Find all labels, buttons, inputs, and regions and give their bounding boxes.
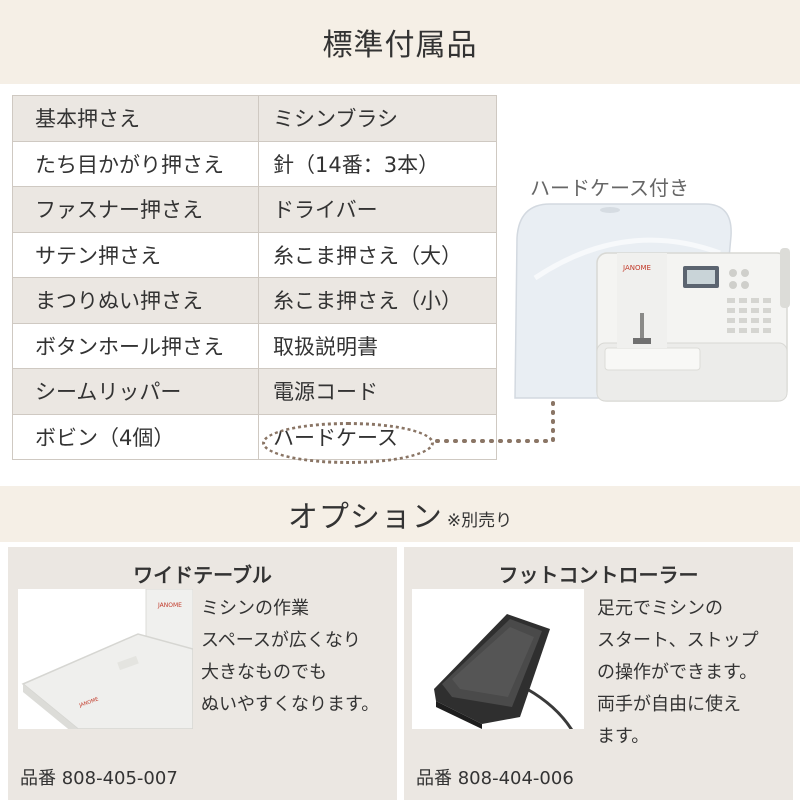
svg-text:JANOME: JANOME [157,602,182,609]
accessories-table: 基本押さえミシンブラシたち目かがり押さえ針（14番：3本）ファスナー押さえドライ… [12,95,497,460]
svg-text:JANOME: JANOME [622,264,651,272]
accessory-cell-right: ドライバー [258,186,497,233]
header-band: 標準付属品 [0,0,800,84]
accessory-cell-left: 基本押さえ [12,95,259,142]
accessory-cell-right: 電源コード [258,368,497,415]
accessory-row: サテン押さえ糸こま押さえ（大） [12,231,497,278]
accessory-cell-left: サテン押さえ [12,231,259,278]
accessory-row: 基本押さえミシンブラシ [12,95,497,142]
option-name: ワイドテーブル [133,563,272,587]
option-product-code: 品番 808-404-006 [416,768,574,789]
accessory-cell-left: たち目かがり押さえ [12,140,259,187]
options-note: ※別売り [446,510,513,531]
accessory-row: ファスナー押さえドライバー [12,186,497,233]
hard-case-caption: ハードケース付き [530,176,689,200]
option-name: フットコントローラー [498,563,699,587]
option-foot-controller: フットコントローラー 足元でミシンの スタート、ストップ の操作ができます。 両… [404,547,793,800]
page-title: 標準付属品 [322,28,478,63]
option-wide-table: ワイドテーブル JANOME JANOME ミシンの作業 スペースが広くなり 大… [8,547,397,800]
option-product-code: 品番 808-405-007 [20,768,178,789]
accessory-cell-left: ボタンホール押さえ [12,322,259,369]
wide-table-image: JANOME JANOME [18,589,193,729]
accessory-row: まつりぬい押さえ糸こま押さえ（小） [12,277,497,324]
accessory-cell-left: ファスナー押さえ [12,186,259,233]
options-band: オプション ※別売り [0,486,800,542]
accessory-cell-right: 取扱説明書 [258,322,497,369]
accessory-row: シームリッパー電源コード [12,368,497,415]
accessory-row: ボタンホール押さえ取扱説明書 [12,322,497,369]
foot-controller-image [412,589,584,729]
hard-case-highlight [262,422,434,464]
option-description: 足元でミシンの スタート、ストップ の操作ができます。 両手が自由に使え ます。 [597,598,759,747]
accessory-cell-left: シームリッパー [12,368,259,415]
sewing-machine-with-case-image: JANOME [514,203,790,402]
options-title: オプション [287,500,443,535]
accessory-row: たち目かがり押さえ針（14番：3本） [12,140,497,187]
accessory-cell-right: ミシンブラシ [258,95,497,142]
option-description: ミシンの作業 スペースが広くなり 大きなものでも ぬいやすくなります。 [201,598,380,715]
accessory-cell-right: 糸こま押さえ（小） [258,277,497,324]
accessory-cell-left: まつりぬい押さえ [12,277,259,324]
accessory-cell-left: ボビン（4個） [12,413,259,460]
accessory-cell-right: 糸こま押さえ（大） [258,231,497,278]
accessory-cell-right: 針（14番：3本） [258,140,497,187]
